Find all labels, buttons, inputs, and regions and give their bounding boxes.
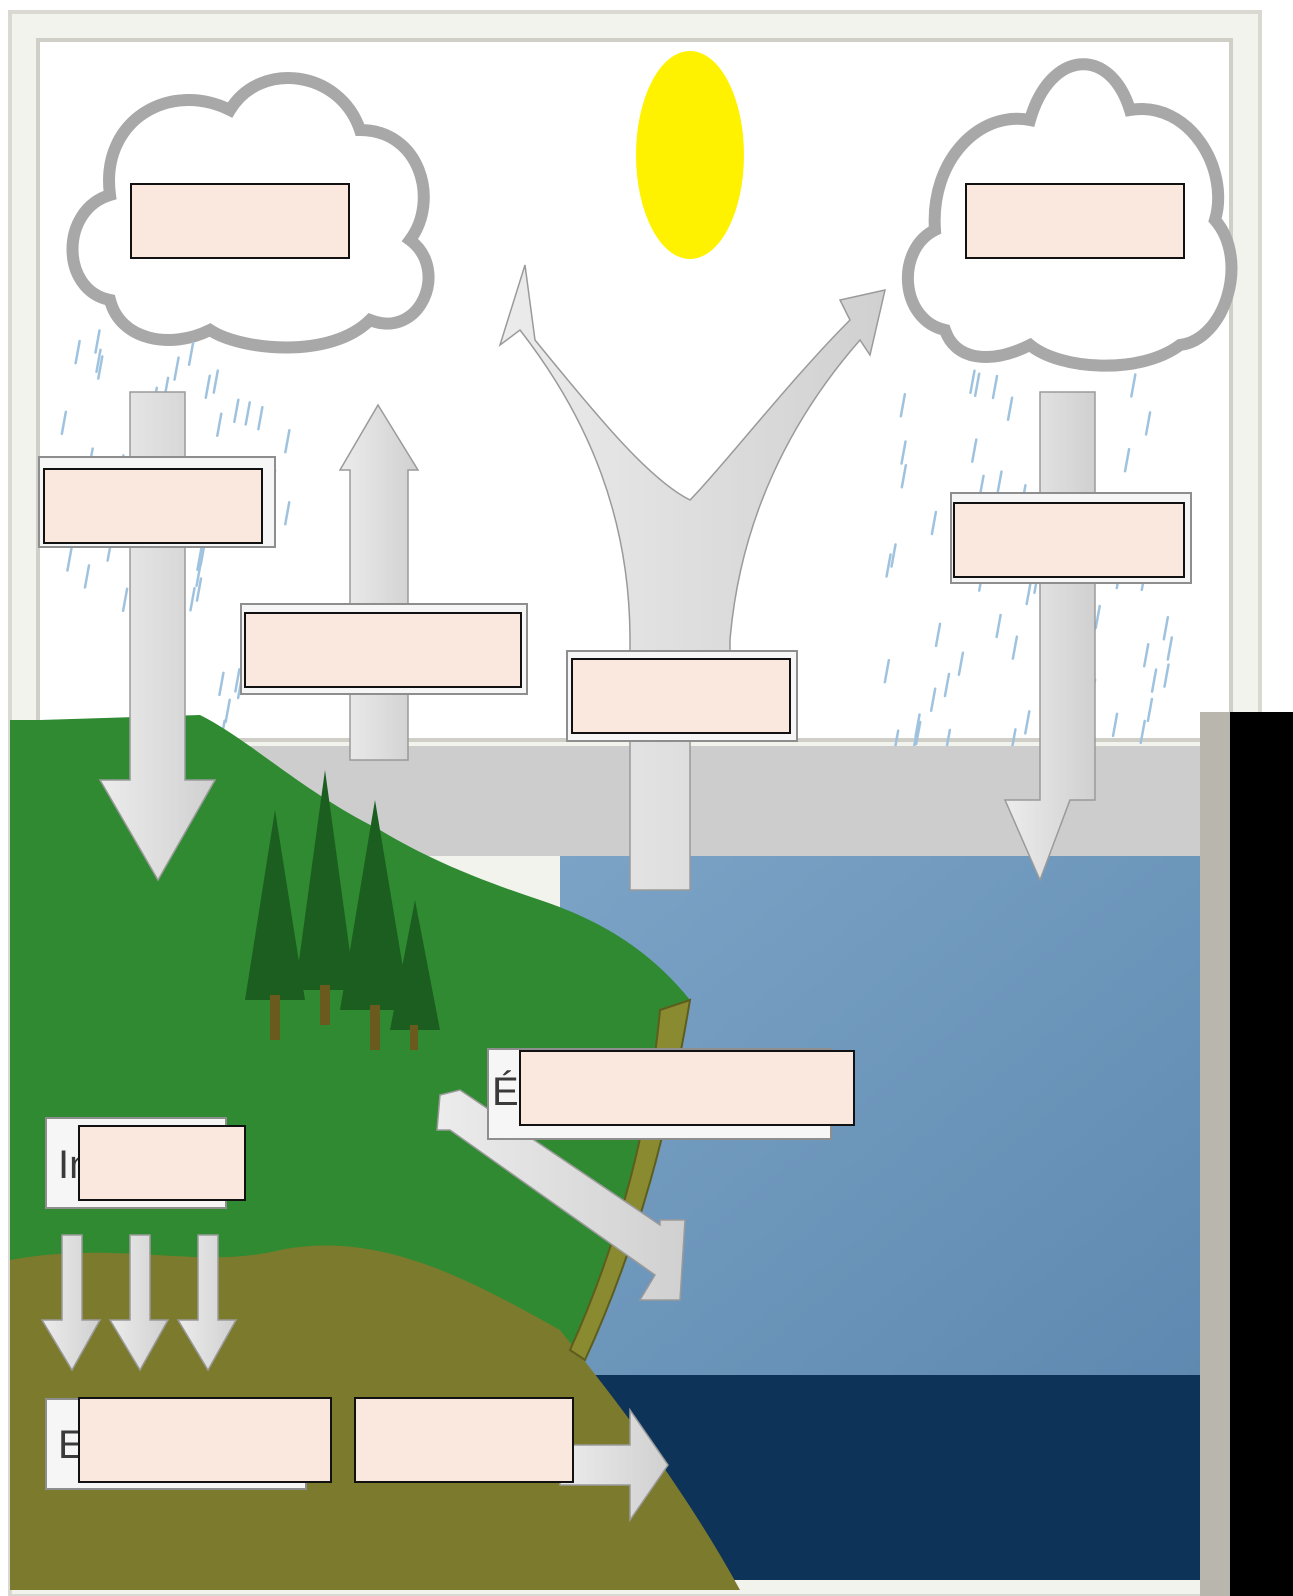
label-box-groundwater[interactable] bbox=[78, 1397, 332, 1483]
label-box-cloud-left[interactable] bbox=[130, 183, 350, 259]
label-box-infiltration[interactable] bbox=[78, 1125, 246, 1201]
label-box-evaporation-sea[interactable] bbox=[571, 658, 791, 734]
evaporation-arrow-land bbox=[340, 405, 418, 760]
label-box-evaporation-land[interactable] bbox=[244, 612, 522, 688]
label-box-runoff[interactable] bbox=[519, 1050, 855, 1126]
label-box-rain-right[interactable] bbox=[953, 502, 1185, 578]
right-grey-edge bbox=[1200, 712, 1230, 1596]
peek-text-runoff: É bbox=[492, 1072, 519, 1112]
label-box-groundwater-flow[interactable] bbox=[354, 1397, 574, 1483]
right-dark-edge bbox=[1228, 712, 1293, 1596]
sun bbox=[636, 51, 744, 259]
label-box-rain-left[interactable] bbox=[43, 468, 263, 544]
label-box-cloud-right[interactable] bbox=[965, 183, 1185, 259]
